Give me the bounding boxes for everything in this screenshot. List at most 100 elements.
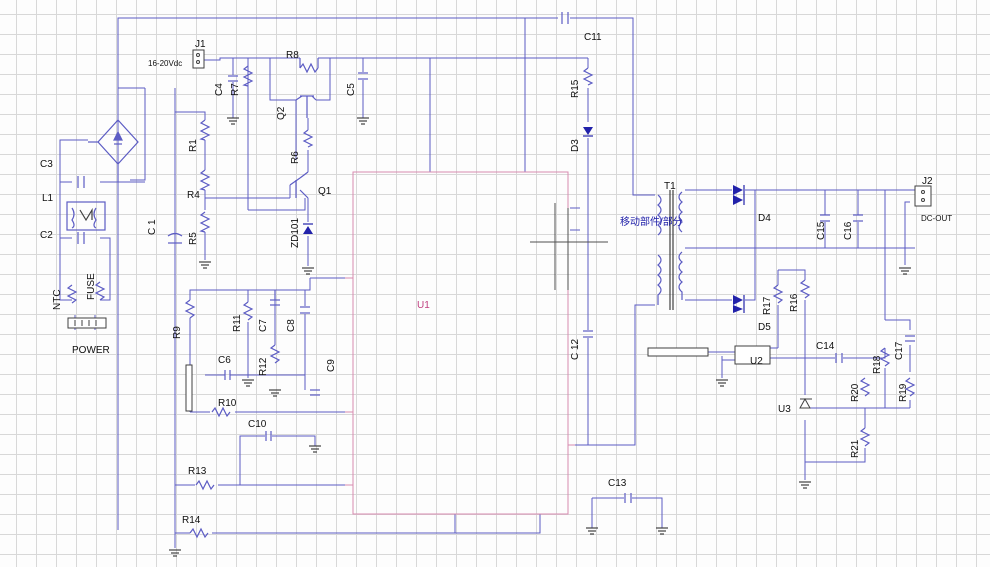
label-c6: C6 (218, 355, 231, 366)
resistor-r7 (242, 65, 254, 87)
label-r10: R10 (218, 398, 237, 409)
label-c2: C2 (40, 230, 53, 241)
label-fuse: FUSE (86, 273, 97, 300)
label-c10: C10 (248, 419, 267, 430)
label-d3: D3 (570, 139, 581, 152)
resistor-r8 (299, 62, 319, 74)
wires (59, 17, 916, 548)
connector-j2 (914, 185, 932, 207)
resistor-r20 (859, 377, 871, 397)
label-d5: D5 (758, 322, 771, 333)
label-c3: C3 (40, 159, 53, 170)
part-r9-body (185, 364, 193, 412)
label-r16: R16 (789, 293, 800, 312)
resistor-r11 (242, 301, 254, 321)
resistor-r15 (582, 67, 594, 86)
diodes (303, 127, 745, 313)
label-r13: R13 (188, 466, 207, 477)
inductor-l1 (66, 201, 106, 231)
label-d4: D4 (758, 213, 771, 224)
zener-zd101 (303, 226, 313, 234)
label-r12: R12 (258, 357, 269, 376)
resistor-r13 (195, 479, 215, 491)
label-q1: Q1 (318, 186, 332, 197)
label-c13: C13 (608, 478, 627, 489)
label-r8: R8 (286, 50, 299, 61)
label-j1: J1 (195, 39, 206, 50)
resistor-r14 (189, 527, 209, 539)
label-r17: R17 (762, 296, 773, 315)
resistor-r18 (879, 347, 891, 367)
label-c14: C14 (816, 341, 835, 352)
resistor-r21 (859, 427, 871, 447)
label-c5: C5 (346, 83, 357, 96)
resistor-r17 (772, 284, 784, 304)
transistors (289, 95, 317, 199)
label-u3: U3 (778, 404, 791, 415)
label-dcout: DC-OUT (921, 214, 952, 223)
resistor-r10 (211, 406, 231, 418)
label-r20: R20 (850, 383, 861, 402)
ground-symbols (168, 117, 912, 557)
label-c7: C7 (258, 319, 269, 332)
label-r19: R19 (898, 383, 909, 402)
fuse-symbol (94, 281, 106, 301)
labels: J1 16-20Vdc R8 C11 C4 R7 Q2 C5 R15 C3 L1… (40, 32, 952, 526)
resistor-r5 (199, 211, 211, 233)
label-r4: R4 (187, 190, 200, 201)
label-r5: R5 (188, 232, 199, 245)
label-r18: R18 (872, 355, 883, 374)
resistor-r6 (302, 129, 314, 148)
misc-parts (185, 345, 812, 412)
capacitors (77, 12, 915, 503)
resistor-r1 (199, 119, 211, 141)
label-r15: R15 (570, 79, 581, 98)
label-r14: R14 (182, 515, 201, 526)
resistor-r9 (184, 299, 196, 319)
label-q2: Q2 (276, 106, 287, 120)
label-c4: C4 (214, 83, 225, 96)
u2-label-bar (647, 347, 709, 357)
transformer-t1 (657, 190, 683, 310)
label-c15: C15 (816, 221, 827, 240)
resistor-r16 (799, 279, 811, 299)
label-c9: C9 (326, 359, 337, 372)
label-c16: C16 (843, 221, 854, 240)
resistor-r4 (199, 169, 211, 191)
label-power: POWER (72, 345, 110, 356)
label-r7: R7 (230, 83, 241, 96)
label-u1: U1 (417, 300, 430, 311)
label-c17: C17 (894, 341, 905, 360)
label-r6: R6 (290, 151, 301, 164)
label-c8: C8 (286, 319, 297, 332)
optocoupler-u2 (734, 345, 771, 365)
label-r9: R9 (172, 326, 183, 339)
label-r11: R11 (232, 314, 243, 332)
label-r21: R21 (850, 439, 861, 458)
label-j2: J2 (922, 176, 933, 187)
resistor-r12 (269, 344, 281, 364)
label-l1: L1 (42, 193, 54, 204)
label-c11: C11 (584, 32, 602, 43)
regulator-u3 (799, 397, 811, 409)
resistors (66, 58, 916, 539)
connector-j1 (192, 49, 205, 69)
label-u2: U2 (750, 356, 763, 367)
diode-d5 (733, 295, 743, 305)
connector-power (67, 317, 107, 329)
label-t1: T1 (664, 181, 676, 192)
ntc-symbol (66, 284, 78, 304)
label-c1: C 1 (147, 219, 158, 235)
diode-d3 (583, 127, 593, 135)
diode-d4 (733, 185, 743, 195)
label-vin: 16-20Vdc (148, 59, 182, 68)
label-ntc: NTC (52, 289, 63, 310)
bridge-rectifier (88, 119, 139, 182)
label-transformer-note: 移动部件/部分 (620, 215, 683, 228)
label-r1: R1 (188, 139, 199, 152)
label-zd101: ZD101 (290, 218, 301, 248)
ic-u1 (345, 171, 608, 515)
resistor-r19 (904, 377, 916, 397)
